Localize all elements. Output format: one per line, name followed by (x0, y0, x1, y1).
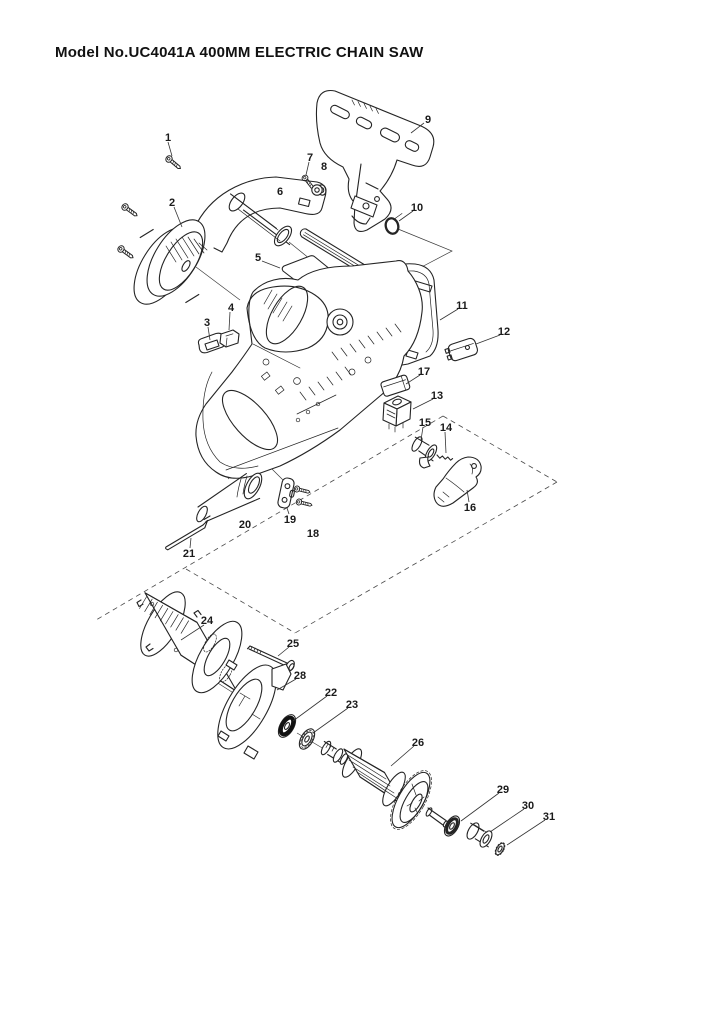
part-label-31: 31 (543, 811, 555, 823)
leader-line-22 (292, 695, 328, 722)
part-11-housing-main-body (195, 260, 423, 479)
leader-line-5 (261, 260, 281, 269)
part-label-13: 13 (431, 390, 443, 402)
leader-line-30 (489, 808, 525, 833)
part-2-screws (116, 201, 140, 261)
leader-line-7 (305, 161, 310, 176)
leader-line-12 (475, 334, 501, 345)
leader-line-1 (167, 141, 173, 157)
part-label-8: 8 (321, 161, 327, 173)
part-26-armature (320, 740, 449, 830)
leader-line-10 (398, 210, 414, 222)
part-label-14: 14 (440, 422, 453, 434)
part-31-nut (494, 842, 506, 856)
part-label-29: 29 (497, 784, 509, 796)
leader-line-15 (420, 426, 424, 441)
part-label-20: 20 (239, 519, 251, 531)
part-13-switch (382, 395, 412, 433)
part-16-guard-lever (433, 456, 482, 507)
part-label-9: 9 (425, 114, 431, 126)
leader-line-31 (506, 819, 546, 846)
part-label-12: 12 (498, 326, 510, 338)
leader-line-9 (410, 122, 425, 134)
part-28-baffle-plate (217, 659, 292, 760)
leader-line-14 (444, 431, 447, 454)
part-label-19: 19 (284, 514, 296, 526)
part-label-15: 15 (419, 417, 431, 429)
part-label-21: 21 (183, 548, 195, 560)
leader-line-19 (286, 507, 290, 515)
part-17-cover-box (380, 374, 411, 397)
part-label-30: 30 (522, 800, 534, 812)
part-29-bearing (443, 815, 461, 837)
part-23-washer (298, 728, 316, 750)
part-19-cord-clamp (277, 477, 295, 509)
labels-layer: 1234567891011121314151617181920212223242… (165, 114, 555, 846)
part-label-22: 22 (325, 687, 337, 699)
part-18-screws (293, 484, 314, 509)
leader-line-11 (439, 308, 459, 321)
part-label-11: 11 (456, 300, 468, 312)
part-label-17: 17 (418, 366, 430, 378)
part-label-25: 25 (287, 638, 299, 650)
leader-line-16 (466, 489, 470, 503)
part-label-1: 1 (165, 132, 171, 144)
leader-line-3 (207, 326, 211, 341)
leader-line-2 (173, 206, 183, 228)
part-4-holder (219, 329, 240, 348)
leader-line-21 (189, 537, 192, 549)
part-14-spring (436, 454, 454, 461)
part-1-screw (164, 153, 184, 172)
leader-line-28 (276, 678, 297, 691)
leader-line-4 (228, 311, 231, 331)
leader-line-26 (390, 745, 415, 767)
part-label-26: 26 (412, 737, 424, 749)
part-9-top-handle (315, 89, 435, 232)
part-label-3: 3 (204, 317, 210, 329)
leader-line-13 (412, 398, 434, 410)
part-21-rod (164, 515, 211, 551)
part-label-4: 4 (228, 302, 235, 314)
part-label-10: 10 (411, 202, 423, 214)
part-15-lever (411, 436, 438, 469)
part-label-16: 16 (464, 502, 476, 514)
part-22-bearing (277, 714, 297, 738)
part-6-tube (228, 192, 293, 247)
leader-line-24 (180, 624, 205, 641)
part-label-23: 23 (346, 699, 358, 711)
leader-line-25 (277, 646, 290, 657)
part-label-5: 5 (255, 252, 261, 264)
part-10-ring (384, 213, 403, 235)
part-label-6: 6 (277, 186, 283, 198)
assembly-dashed-lines (95, 415, 558, 634)
part-label-28: 28 (294, 670, 306, 682)
leader-line-29 (460, 792, 500, 822)
part-24-field-stator (136, 591, 243, 694)
part-label-7: 7 (307, 152, 313, 164)
part-label-24: 24 (201, 615, 214, 627)
leader-line-17 (405, 374, 421, 385)
diagram-title: Model No.UC4041A 400MM ELECTRIC CHAIN SA… (55, 44, 424, 61)
part-2-motor-housing-cover (133, 176, 327, 305)
part-label-18: 18 (307, 528, 319, 540)
part-20-cord-guard (196, 472, 263, 523)
part-12-connector-box (444, 337, 479, 362)
leader-line-23 (312, 707, 349, 734)
part-label-2: 2 (169, 197, 175, 209)
part-30-sleeve (466, 822, 493, 848)
